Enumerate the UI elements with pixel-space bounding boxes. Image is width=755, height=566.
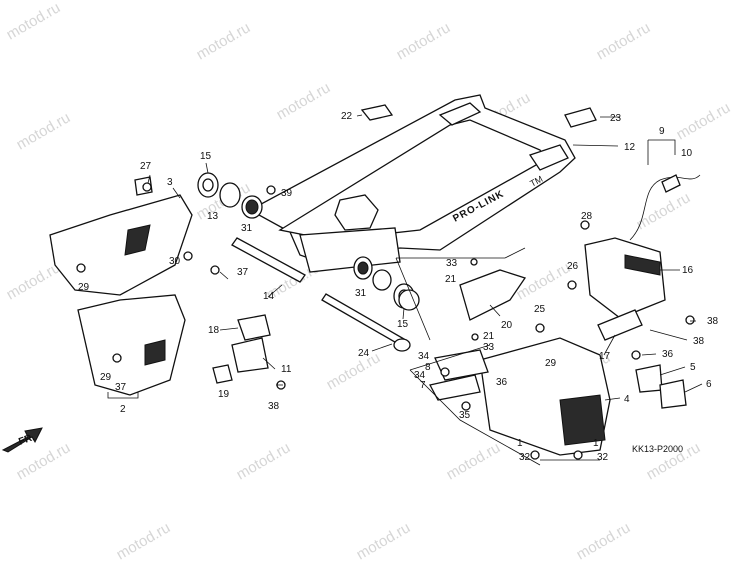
callout-12: 12 <box>624 142 636 153</box>
watermark: motod.ru <box>324 349 384 393</box>
callout-37: 37 <box>115 382 127 393</box>
diagram-code: KK13-P2000 <box>632 444 683 454</box>
callout-35: 35 <box>459 410 471 421</box>
callout-36: 36 <box>662 349 674 360</box>
callout-8: 8 <box>425 362 431 373</box>
bearings-upper <box>197 172 263 219</box>
callout-21: 21 <box>483 331 495 342</box>
callout-30: 30 <box>169 256 181 267</box>
callout-32: 32 <box>519 452 531 463</box>
callout-22: 22 <box>341 111 353 122</box>
chain-guard <box>479 337 611 456</box>
callout-25: 25 <box>534 304 546 315</box>
front-arrow-label: FR. <box>17 432 36 448</box>
label-plates <box>360 104 597 128</box>
watermark: motod.ru <box>4 0 64 43</box>
small-parts <box>76 176 695 460</box>
callouts: 1 1 2 3 4 5 6 7 8 9 10 11 12 13 14 15 15… <box>78 111 719 463</box>
callout-27: 27 <box>140 161 152 172</box>
callout-31: 31 <box>355 288 367 299</box>
drive-chain <box>629 174 701 241</box>
callout-29: 29 <box>545 358 557 369</box>
swingarm: PRO-LINK TM <box>248 94 576 273</box>
callout-38: 38 <box>268 401 280 412</box>
pivot-shaft <box>231 237 306 283</box>
callout-11: 11 <box>281 364 292 375</box>
callout-32: 32 <box>597 452 609 463</box>
callout-29: 29 <box>100 372 112 383</box>
callout-24: 24 <box>358 348 370 359</box>
callout-1: 1 <box>517 438 523 449</box>
callout-15: 15 <box>397 319 409 330</box>
callout-7: 7 <box>420 380 426 391</box>
watermark: motod.ru <box>354 519 414 563</box>
bracket-lines <box>107 114 676 466</box>
callout-18: 18 <box>208 325 220 336</box>
callout-28: 28 <box>581 211 593 222</box>
callout-33: 33 <box>446 258 458 269</box>
callout-17: 17 <box>599 351 611 362</box>
callout-23: 23 <box>610 113 622 124</box>
leader-lines <box>147 162 703 401</box>
watermark: motod.ru <box>634 189 694 233</box>
callout-16: 16 <box>682 265 694 276</box>
callout-19: 19 <box>218 389 230 400</box>
callout-21: 21 <box>445 274 457 285</box>
callout-13: 13 <box>207 211 219 222</box>
callout-39: 39 <box>281 188 293 199</box>
watermark: motod.ru <box>274 79 334 123</box>
callout-2: 2 <box>120 404 126 415</box>
callout-3: 3 <box>167 177 173 188</box>
watermark: motod.ru <box>194 19 254 63</box>
callout-9: 9 <box>659 126 665 137</box>
watermark: motod.ru <box>594 19 654 63</box>
watermark: motod.ru <box>674 99 734 143</box>
callout-38: 38 <box>693 336 705 347</box>
callout-4: 4 <box>624 394 630 405</box>
watermark: motod.ru <box>574 519 634 563</box>
chain-case <box>584 237 666 319</box>
callout-36: 36 <box>496 377 508 388</box>
callout-34: 34 <box>414 370 426 381</box>
callout-38: 38 <box>707 316 719 327</box>
callout-34: 34 <box>418 351 430 362</box>
side-cover-upper <box>49 194 193 296</box>
callout-15: 15 <box>200 151 212 162</box>
watermark: motod.ru <box>394 19 454 63</box>
callout-6: 6 <box>706 379 712 390</box>
watermark: motod.ru <box>444 439 504 483</box>
callout-10: 10 <box>681 148 693 159</box>
callout-20: 20 <box>501 320 513 331</box>
callout-29: 29 <box>78 282 90 293</box>
watermark: motod.ru <box>234 439 294 483</box>
side-cover-lower <box>77 294 186 396</box>
long-bolt <box>321 293 411 352</box>
callout-5: 5 <box>690 362 696 373</box>
watermark: motod.ru <box>14 109 74 153</box>
watermark: motod.ru <box>4 259 64 303</box>
callout-1: 1 <box>593 438 599 449</box>
callout-31: 31 <box>241 223 253 234</box>
callout-33: 33 <box>483 342 495 353</box>
front-arrow: FR. <box>1 427 43 453</box>
callout-37: 37 <box>237 267 249 278</box>
callout-26: 26 <box>567 261 579 272</box>
watermark: motod.ru <box>114 519 174 563</box>
